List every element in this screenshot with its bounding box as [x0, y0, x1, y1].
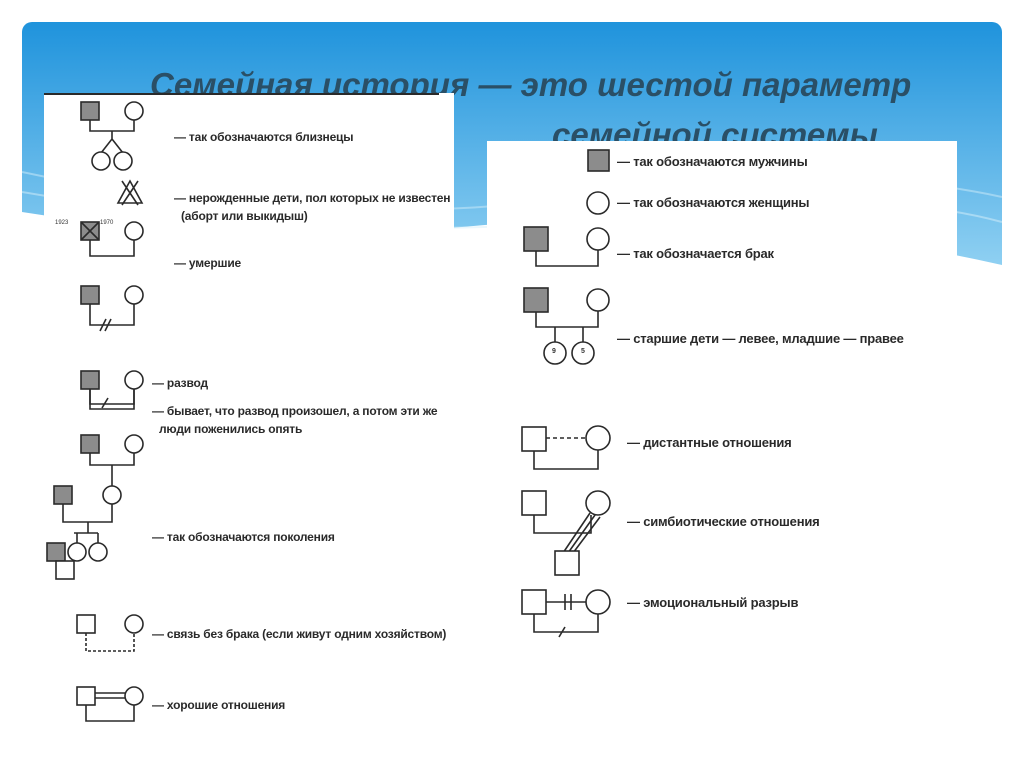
- right-legend-panel: — так обозначаются мужчины — так обознач…: [487, 141, 957, 661]
- right-legend-symbols: [521, 149, 611, 638]
- deceased-death-year: 1970: [100, 220, 114, 226]
- men-label: — так обозначаются мужчины: [617, 154, 808, 169]
- cohabitation-symbol: [76, 614, 144, 652]
- symbiotic-label: — симбиотические отношения: [627, 514, 820, 529]
- twins-label: — так обозначаются близнецы: [174, 130, 354, 144]
- deceased-birth-year: 1923: [55, 220, 69, 226]
- women-symbol: [586, 191, 610, 215]
- child-age-1: 9: [552, 348, 556, 355]
- cohabitation-label: — связь без брака (если живут одним хозя…: [152, 627, 447, 641]
- symbiotic-symbol: [521, 490, 611, 576]
- deceased-symbol: [80, 221, 144, 257]
- marriage-symbol: [523, 226, 610, 267]
- generations-symbol: [46, 434, 144, 580]
- twins-symbol: [80, 101, 144, 171]
- marriage-label: — так обозначается брак: [617, 246, 774, 261]
- unborn-symbol: [116, 179, 144, 206]
- distant-label: — дистантные отношения: [627, 435, 792, 450]
- divorce-marriage-symbol: [80, 285, 144, 332]
- men-symbol: [587, 149, 610, 172]
- remarried-label: — бывает, что развод произошел, а потом …: [152, 404, 438, 418]
- children-symbol: [523, 287, 610, 365]
- generations-label: — так обозначаются поколения: [152, 530, 335, 544]
- cutoff-symbol: [521, 589, 611, 638]
- left-legend-symbols: [44, 93, 439, 722]
- left-legend-panel: — так обозначаются близнецы — нерожденны…: [44, 93, 454, 733]
- children-label: — старшие дети — левее, младшие — правее: [617, 331, 904, 346]
- child-age-2: 5: [581, 348, 585, 355]
- unborn-label-2: (аборт или выкидыш): [181, 209, 308, 223]
- distant-symbol: [521, 425, 611, 470]
- divorce-label: — развод: [152, 376, 208, 390]
- good-relations-symbol: [76, 686, 144, 722]
- unborn-label: — нерожденные дети, пол которых не извес…: [174, 191, 451, 205]
- cutoff-label: — эмоциональный разрыв: [627, 595, 799, 610]
- remarried-symbol: [89, 389, 135, 410]
- women-label: — так обозначаются женщины: [617, 195, 810, 210]
- good-relations-label: — хорошие отношения: [152, 698, 286, 712]
- remarried-label-2: люди поженились опять: [159, 422, 303, 436]
- deceased-label: — умершие: [174, 256, 241, 270]
